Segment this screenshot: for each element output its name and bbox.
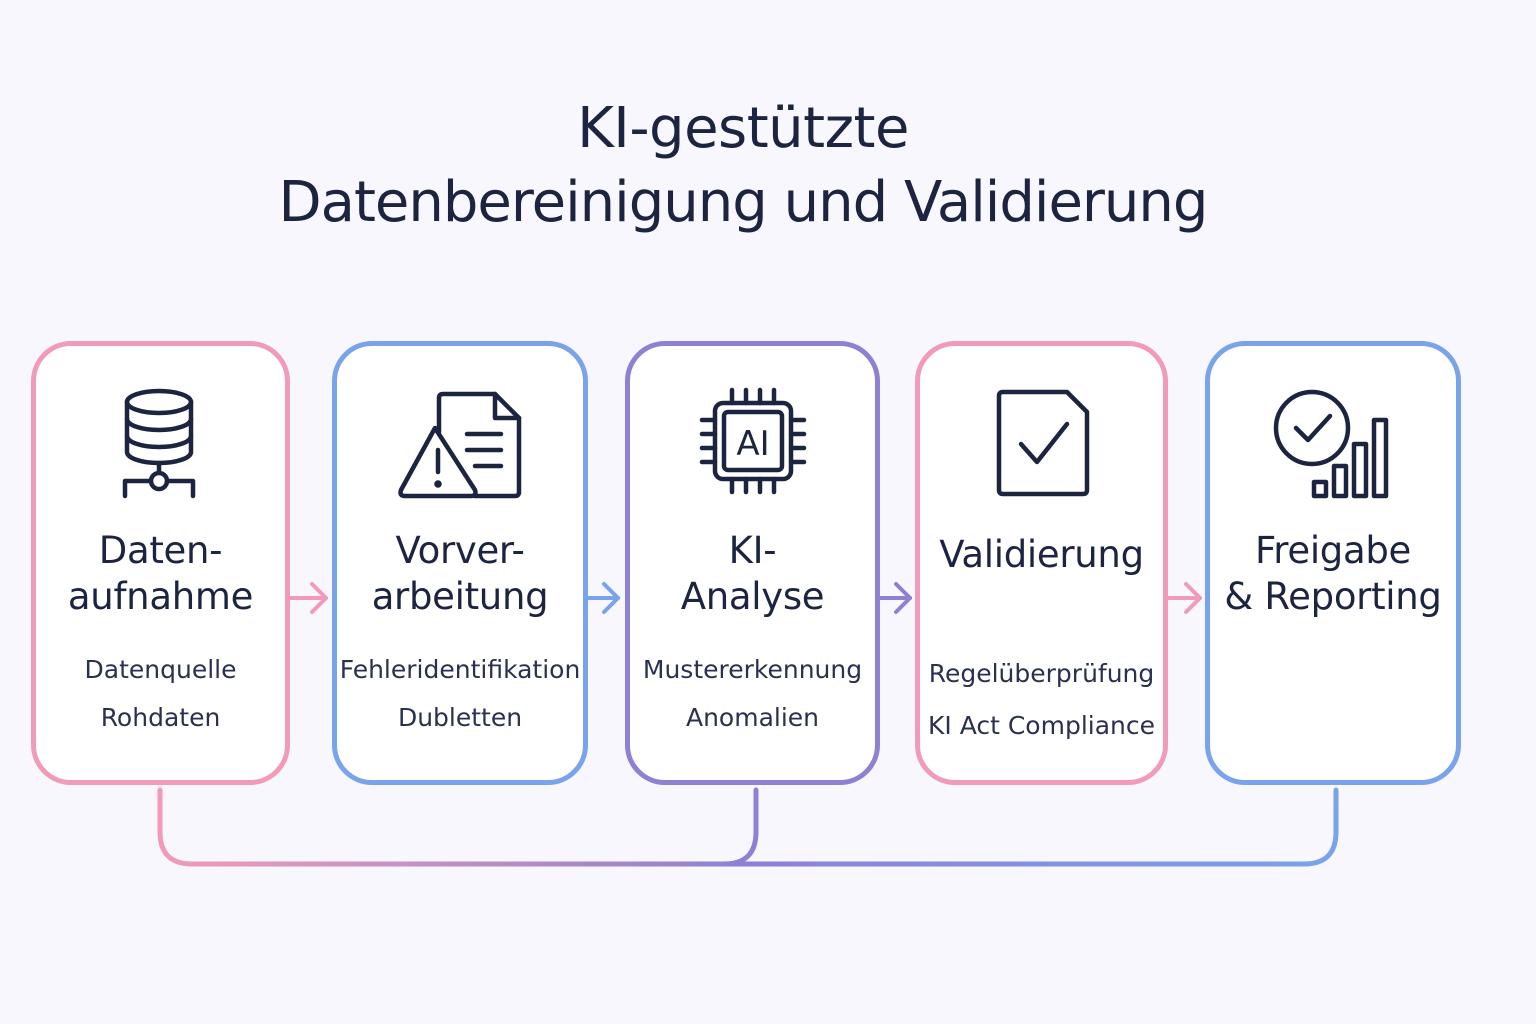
step-details: Datenquelle Rohdaten <box>26 646 295 742</box>
step-label-line-1: Daten- <box>98 529 223 572</box>
step-detail: Dubletten <box>397 703 523 732</box>
step-label-line-1: KI- <box>728 529 777 572</box>
step-detail: KI Act Compliance <box>927 711 1156 740</box>
step-detail: Regelüberprüfung <box>928 659 1155 688</box>
step-label-line-2: arbeitung <box>371 575 549 618</box>
arrow-3-icon <box>878 582 912 614</box>
step-label-line-1: Freigabe <box>1254 529 1412 572</box>
step-label-line-1: Validierung <box>939 533 1144 576</box>
warning-document-icon <box>395 386 525 504</box>
step-label-line-2: aufnahme <box>67 575 254 618</box>
ai-chip-label: AI <box>736 424 769 464</box>
step-label: Daten- aufnahme <box>36 528 285 620</box>
step-card-vorverarbeitung: Vorver- arbeitung Fehleridentifikation D… <box>332 341 588 785</box>
check-chart-icon <box>1268 386 1398 504</box>
step-label: Freigabe & Reporting <box>1210 528 1456 620</box>
step-card-freigabe-reporting: Freigabe & Reporting <box>1205 341 1461 785</box>
bottom-feedback-connector <box>157 787 1339 867</box>
ai-chip-icon: AI <box>688 386 818 504</box>
title-line-1: KI-gestützte <box>577 96 909 161</box>
step-detail: Rohdaten <box>100 703 221 732</box>
step-detail: Mustererkennung <box>642 655 863 684</box>
step-details: Regelüberprüfung KI Act Compliance <box>910 648 1173 752</box>
step-label-line-2: & Reporting <box>1224 575 1442 618</box>
step-label-line-2: Analyse <box>680 575 825 618</box>
step-details: Fehleridentifikation Dubletten <box>327 646 593 742</box>
step-detail: Fehleridentifikation <box>339 655 581 684</box>
step-label-line-1: Vorver- <box>395 529 525 572</box>
arrow-1-icon <box>288 582 328 614</box>
step-card-validierung: Validierung Regelüberprüfung KI Act Comp… <box>915 341 1168 785</box>
arrow-2-icon <box>586 582 620 614</box>
step-detail: Anomalien <box>685 703 820 732</box>
arrow-4-icon <box>1166 582 1202 614</box>
step-card-ki-analyse: AI KI- Analyse Mustererkennung Anomalien <box>625 341 880 785</box>
step-card-datenaufnahme: Daten- aufnahme Datenquelle Rohdaten <box>31 341 290 785</box>
title-line-2: Datenbereinigung und Validierung <box>278 170 1209 235</box>
step-label: Vorver- arbeitung <box>337 528 583 620</box>
database-icon <box>96 386 226 504</box>
step-details: Mustererkennung Anomalien <box>620 646 885 742</box>
diagram-title: KI-gestützte Datenbereinigung und Validi… <box>0 92 1486 240</box>
step-detail: Datenquelle <box>84 655 237 684</box>
checked-document-icon <box>977 386 1107 504</box>
step-label: Validierung <box>920 532 1163 578</box>
step-label: KI- Analyse <box>630 528 875 620</box>
